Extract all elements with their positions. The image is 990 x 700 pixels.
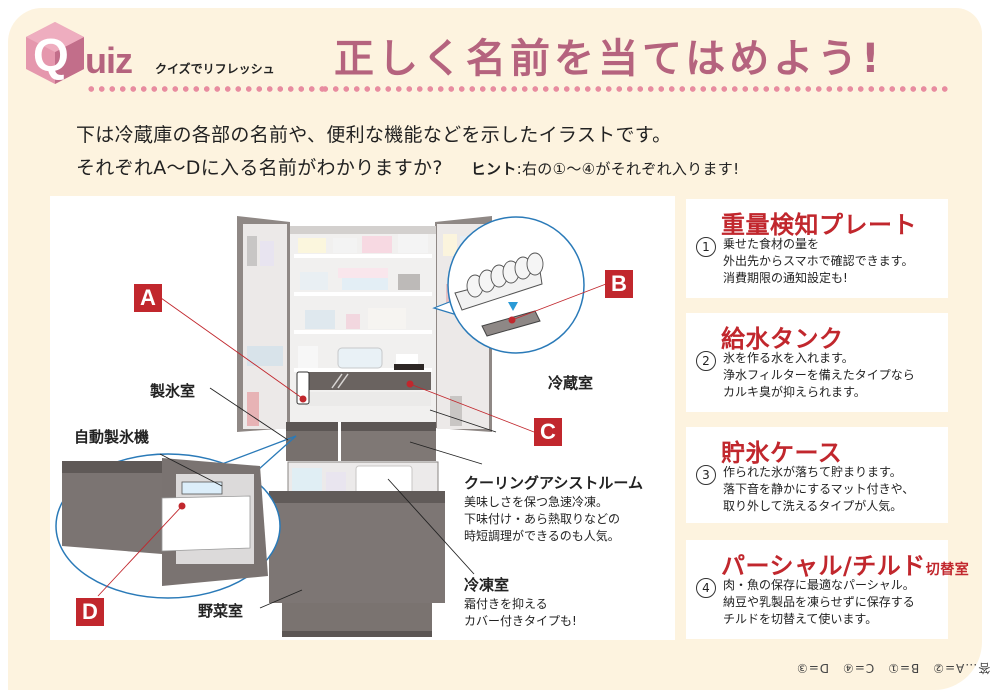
desc-line: 取り外して洗えるタイプが人気。 [723,499,903,513]
chilled-drawer [305,372,431,390]
logo-letter: Q [33,29,69,81]
desc-line: チルドを切替えて使います。 [723,612,878,626]
marker-dot-c [406,380,414,388]
option-desc: 氷を作る水を入れます。 浄水フィルターを備えたタイプなら カルキ臭が抑えられます… [723,350,915,401]
desc-line: 美味しさを保つ急速冷凍。 [464,495,609,509]
intro-line-1: 下は冷蔵庫の各部の名前や、便利な機能などを示したイラストです。 [76,124,672,146]
option-card-2: 給水タンク 2 氷を作る水を入れます。 浄水フィルターを備えたタイプなら カルキ… [686,313,948,412]
marker-dot-d [178,502,186,510]
marker-dot-a [299,395,307,403]
marker-dot-b [508,316,516,324]
label-cooling-assist: クーリングアシストルーム [464,474,643,492]
hint-text: :右の①～④がそれぞれ入ります! [516,160,740,178]
quiz-cube-logo-icon [26,22,84,84]
marker-b: B [605,270,633,298]
water-tank [296,371,310,405]
logo-subtitle: クイズでリフレッシュ [155,62,275,76]
ice-storage-case [161,495,251,552]
desc-line: 下味付け・あら熱取りなどの [464,512,621,526]
option-title: パーシャル/チルド切替室 [721,546,969,581]
option-desc: 乗せた食材の量を 外出先からスマホで確認できます。 消費期限の通知設定も! [723,236,913,287]
label-fridge-room: 冷蔵室 [548,374,594,392]
option-number: 4 [696,578,716,598]
marker-d: D [76,598,104,626]
logo-word: uiz [85,40,133,81]
fridge-illustration: A B C D 製氷室 自動製氷機 冷蔵室 クーリングアシストルーム 美味しさを… [50,196,675,640]
label-auto-ice-maker: 自動製氷機 [74,428,150,446]
desc-line: カルキ臭が抑えられます。 [723,385,866,399]
option-number: 3 [696,465,716,485]
option-title: 重量検知プレート [721,211,917,239]
desc-line: 落下音を静かにするマット付きや、 [723,482,915,496]
dotted-divider [86,86,326,92]
desc-line: 外出先からスマホで確認できます。 [723,254,914,268]
option-card-3: 貯氷ケース 3 作られた氷が落ちて貯まります。 落下音を静かにするマット付きや、… [686,427,948,523]
desc-line: 霜付きを抑える [464,597,548,611]
desc-line: 浄水フィルターを備えたタイプなら [723,368,915,382]
page-title: 正しく名前を当てはめよう! [334,36,884,82]
option-desc: 作られた氷が落ちて貯まります。 落下音を静かにするマット付きや、 取り外して洗え… [723,464,914,515]
freezer-drawer [269,491,445,603]
desc-line: 乗せた食材の量を [723,237,820,251]
option-number: 1 [696,237,716,257]
desc-line: 納豆や乳製品を凍らせずに保存する [723,595,915,609]
desc-line: 肉・魚の保存に最適なパーシャル。 [723,578,915,592]
option-title: 給水タンク [721,325,844,353]
hint-label: ヒント [470,160,517,178]
marker-c: C [534,418,562,446]
marker-a: A [134,284,162,312]
freezer-desc: 霜付きを抑える カバー付きタイプも! [464,596,577,630]
weight-plate [481,310,541,337]
cooling-assist-desc: 美味しさを保つ急速冷凍。 下味付け・あら熱取りなどの 時短調理ができるのも人気。 [464,494,620,545]
option-number: 2 [696,351,716,371]
option-title: 貯氷ケース [721,439,843,467]
desc-line: 消費期限の通知設定も! [723,271,848,285]
option-card-4: パーシャル/チルド切替室 4 肉・魚の保存に最適なパーシャル。 納豆や乳製品を凍… [686,540,969,639]
option-title-main: パーシャル/チルド [721,552,926,580]
option-desc: 肉・魚の保存に最適なパーシャル。 納豆や乳製品を凍らせずに保存する チルドを切替… [723,577,915,628]
option-title-suffix: 切替室 [925,562,970,578]
upside-down-answer: 答…A=② B=① C=④ D=③ [796,661,990,675]
intro-line-2: それぞれA～Dに入る名前がわかりますか? ヒント:右の①～④がそれぞれ入ります! [76,153,739,180]
dotted-divider [320,86,952,92]
fridge-drawing [55,216,607,637]
label-freezer: 冷凍室 [464,576,510,594]
desc-line: 作られた氷が落ちて貯まります。 [723,465,902,479]
option-card-1: 重量検知プレート 1 乗せた食材の量を 外出先からスマホで確認できます。 消費期… [686,199,948,298]
intro-question: それぞれA～Dに入る名前がわかりますか? [76,157,443,179]
desc-line: 時短調理ができるのも人気。 [464,529,620,543]
label-ice-room: 製氷室 [150,382,196,400]
desc-line: 氷を作る水を入れます。 [723,351,854,365]
label-vegetable-room: 野菜室 [198,602,244,620]
desc-line: カバー付きタイプも! [464,614,577,628]
ice-drawer-front [62,461,162,554]
